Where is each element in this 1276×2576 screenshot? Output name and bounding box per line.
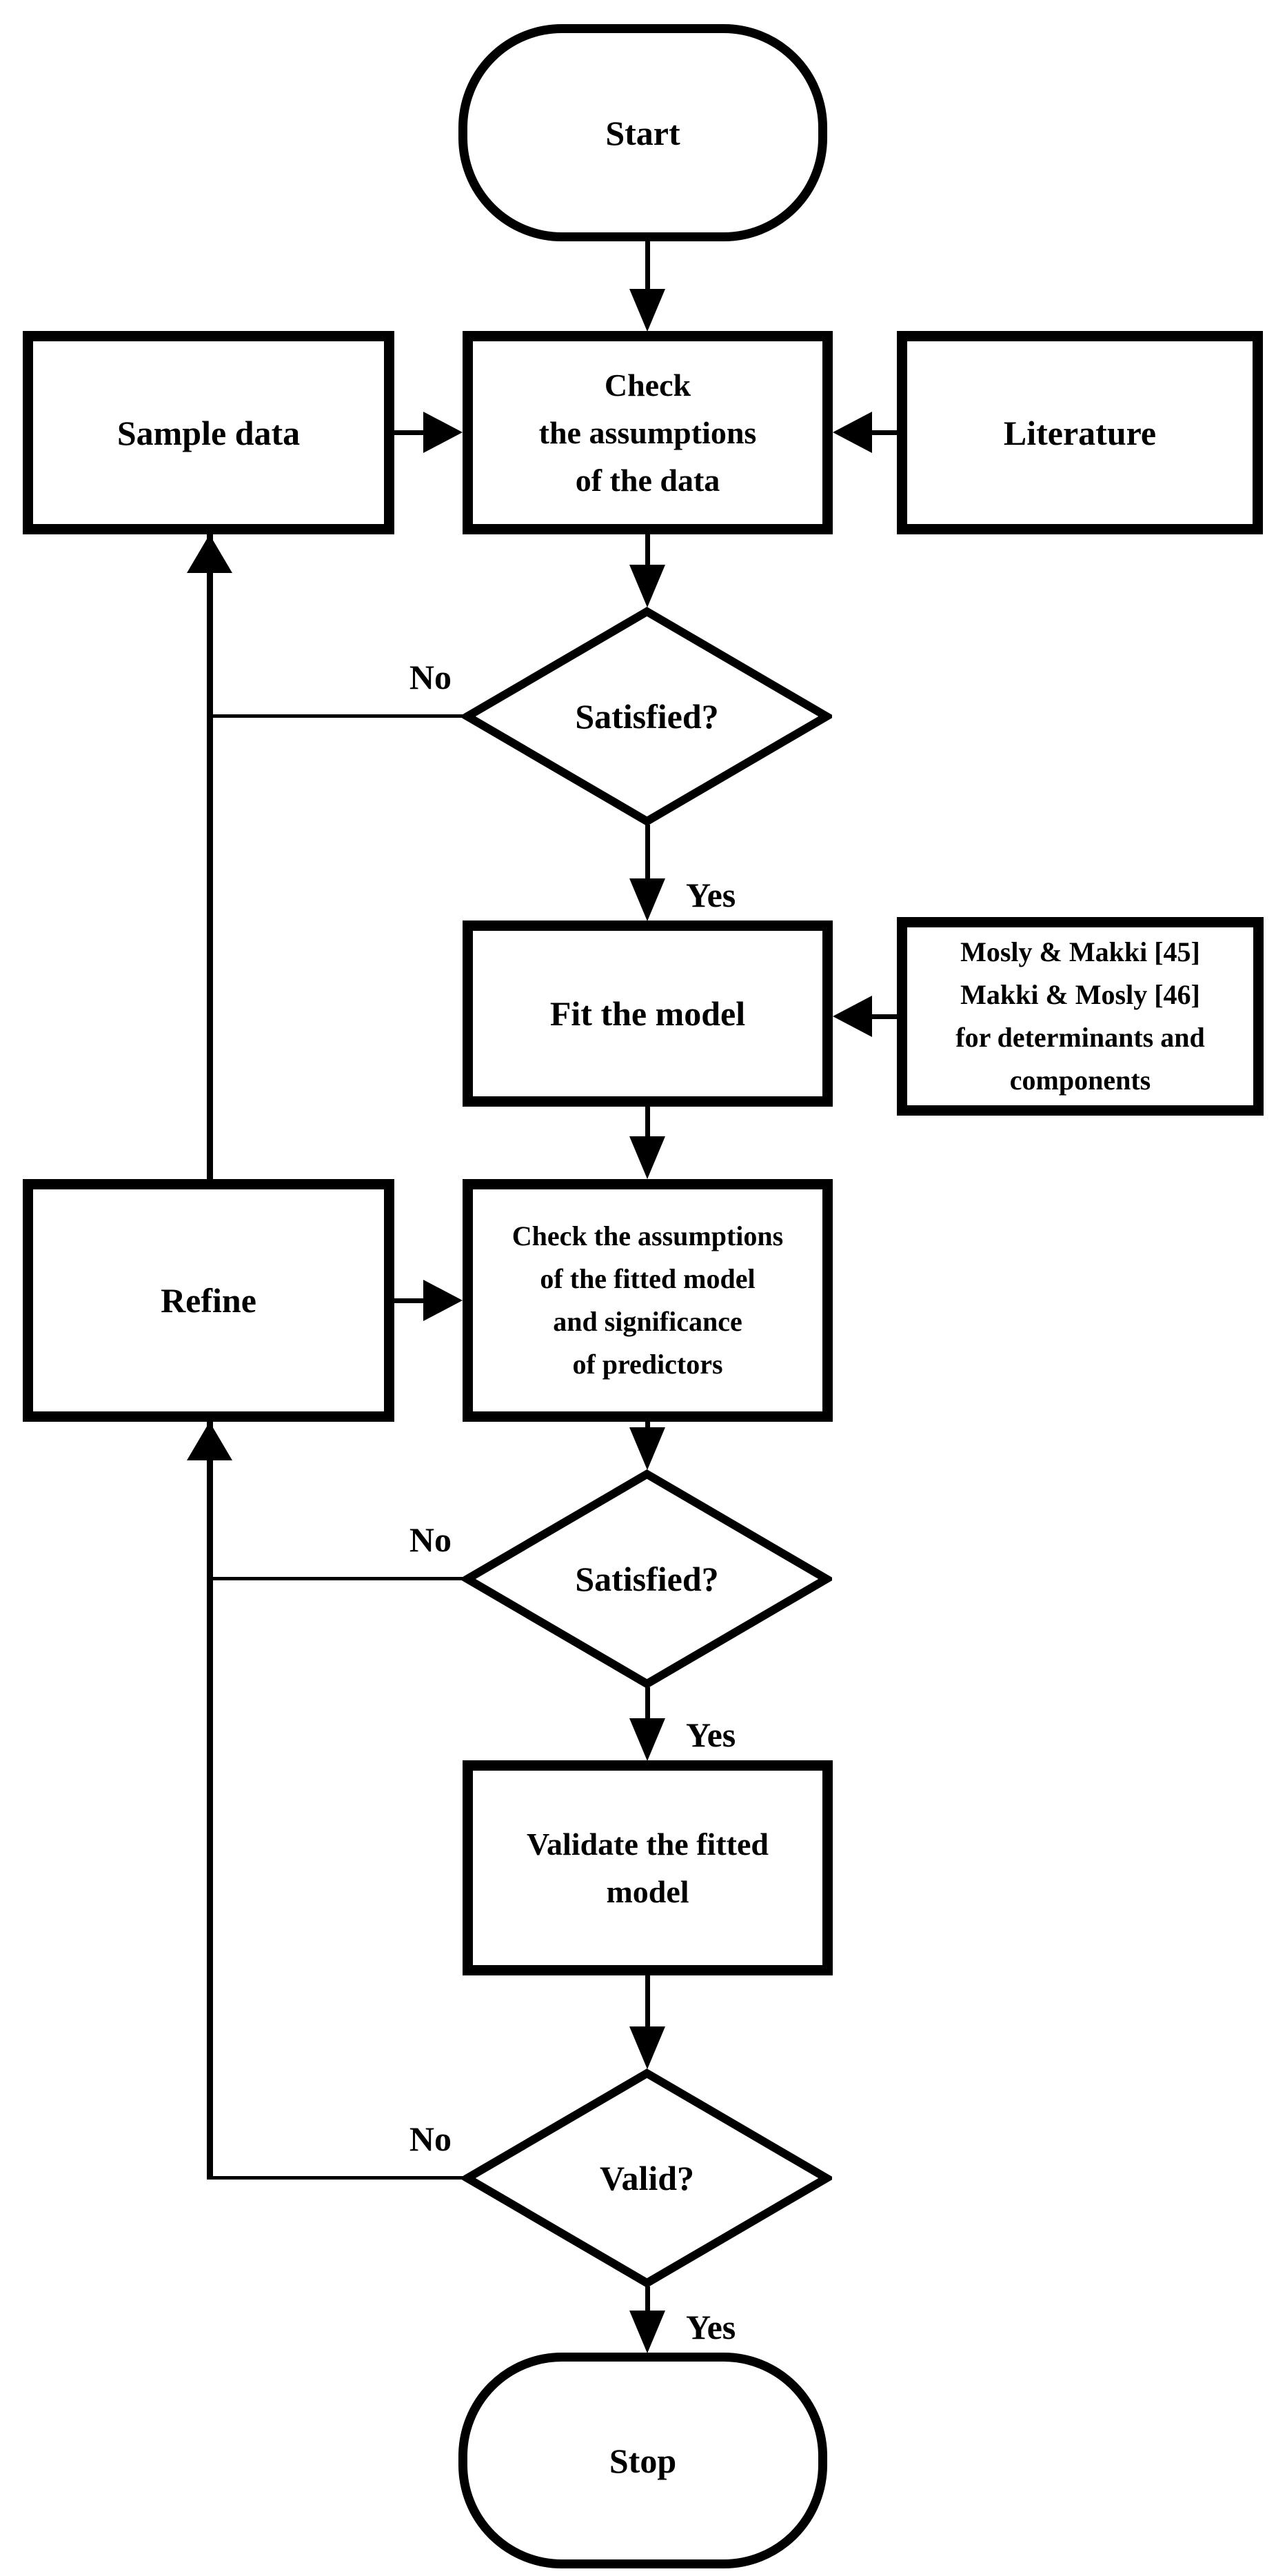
valid-decision: Valid? bbox=[462, 2069, 832, 2288]
references-line-2: Makki & Mosly [46] bbox=[960, 979, 1200, 1010]
check-fitted-line-2: of the fitted model bbox=[540, 1263, 756, 1294]
no-label-2: No bbox=[409, 1520, 452, 1559]
references-line-3: for determinants and bbox=[955, 1022, 1205, 1053]
stop-label: Stop bbox=[609, 2441, 677, 2480]
connector-validate-to-decision3 bbox=[645, 1975, 650, 2031]
arrowhead-down-icon bbox=[629, 2311, 665, 2353]
return-rail-to-refine bbox=[207, 1422, 213, 2180]
satisfied-decision-1: Satisfied? bbox=[462, 607, 832, 826]
check-data-line-2: the assumptions bbox=[538, 415, 757, 450]
arrowhead-up-icon bbox=[187, 1422, 232, 1460]
connector-fit-to-checkfitted bbox=[645, 1107, 650, 1141]
references-line-4: components bbox=[1009, 1065, 1151, 1096]
connector-references-to-fit bbox=[866, 1014, 897, 1019]
no-label-3: No bbox=[409, 2120, 452, 2158]
connector-decision2-to-validate bbox=[645, 1687, 650, 1722]
no-line-decision3 bbox=[210, 2176, 463, 2180]
no-label-1: No bbox=[409, 658, 452, 696]
arrowhead-right-icon bbox=[423, 1280, 463, 1321]
arrowhead-down-icon bbox=[629, 565, 665, 607]
satisfied-2-label: Satisfied? bbox=[575, 1560, 719, 1598]
arrowhead-left-icon bbox=[833, 996, 872, 1037]
sample-data-box: Sample data bbox=[23, 331, 394, 534]
references-text: Mosly & Makki [45] Makki & Mosly [46] fo… bbox=[955, 931, 1204, 1102]
fit-model-box: Fit the model bbox=[463, 920, 833, 1107]
diamond-shape bbox=[462, 1469, 832, 1689]
check-data-assumptions-text: Check the assumptions of the data bbox=[539, 361, 757, 504]
connector-decision1-to-fit bbox=[645, 825, 650, 881]
check-fitted-line-3: and significance bbox=[553, 1306, 742, 1337]
arrowhead-right-icon bbox=[423, 412, 463, 453]
return-rail-to-sample-data bbox=[207, 534, 213, 1180]
arrowhead-down-icon bbox=[629, 1718, 665, 1761]
validate-line-1: Validate the fitted bbox=[527, 1827, 769, 1862]
validate-model-box: Validate the fitted model bbox=[463, 1760, 833, 1975]
fit-model-label: Fit the model bbox=[549, 994, 746, 1033]
arrowhead-down-icon bbox=[629, 289, 665, 332]
check-data-assumptions-box: Check the assumptions of the data bbox=[463, 331, 833, 534]
yes-label-2: Yes bbox=[686, 1715, 736, 1754]
arrowhead-down-icon bbox=[629, 2026, 665, 2069]
connector-refine-to-checkfitted bbox=[394, 1298, 429, 1303]
check-data-line-1: Check bbox=[604, 368, 691, 403]
arrowhead-down-icon bbox=[629, 878, 665, 921]
check-fitted-model-box: Check the assumptions of the fitted mode… bbox=[463, 1179, 833, 1422]
satisfied-decision-2: Satisfied? bbox=[462, 1469, 832, 1689]
check-fitted-text: Check the assumptions of the fitted mode… bbox=[512, 1215, 783, 1386]
yes-label-1: Yes bbox=[686, 876, 736, 914]
start-label: Start bbox=[605, 113, 680, 152]
validate-line-2: model bbox=[606, 1874, 689, 1909]
start-terminator: Start bbox=[458, 24, 827, 241]
check-fitted-line-1: Check the assumptions bbox=[512, 1220, 784, 1251]
no-line-decision1 bbox=[210, 714, 463, 718]
diamond-shape bbox=[462, 2069, 832, 2288]
validate-text: Validate the fitted model bbox=[527, 1820, 769, 1915]
satisfied-1-label: Satisfied? bbox=[575, 697, 719, 736]
stop-terminator: Stop bbox=[458, 2353, 827, 2568]
literature-box: Literature bbox=[897, 331, 1263, 534]
yes-label-3: Yes bbox=[686, 2308, 736, 2346]
arrowhead-down-icon bbox=[629, 1136, 665, 1179]
arrowhead-down-icon bbox=[629, 1427, 665, 1470]
valid-label: Valid? bbox=[599, 2159, 695, 2197]
check-data-line-3: of the data bbox=[575, 463, 720, 498]
no-line-decision2 bbox=[210, 1577, 463, 1580]
connector-decision3-to-stop bbox=[645, 2286, 650, 2315]
refine-box: Refine bbox=[23, 1179, 394, 1422]
connector-sample-to-check bbox=[394, 430, 429, 435]
arrowhead-left-icon bbox=[833, 412, 872, 453]
check-fitted-line-4: of predictors bbox=[572, 1349, 723, 1380]
refine-label: Refine bbox=[161, 1281, 256, 1320]
diamond-shape bbox=[462, 607, 832, 826]
connector-literature-to-check bbox=[866, 430, 897, 435]
sample-data-label: Sample data bbox=[117, 413, 301, 452]
connector-check-to-decision1 bbox=[645, 534, 650, 570]
references-line-1: Mosly & Makki [45] bbox=[960, 936, 1200, 967]
connector-start-to-check bbox=[645, 240, 650, 296]
literature-label: Literature bbox=[1003, 413, 1157, 452]
references-note-box: Mosly & Makki [45] Makki & Mosly [46] fo… bbox=[897, 917, 1264, 1116]
arrowhead-up-icon bbox=[187, 534, 232, 573]
